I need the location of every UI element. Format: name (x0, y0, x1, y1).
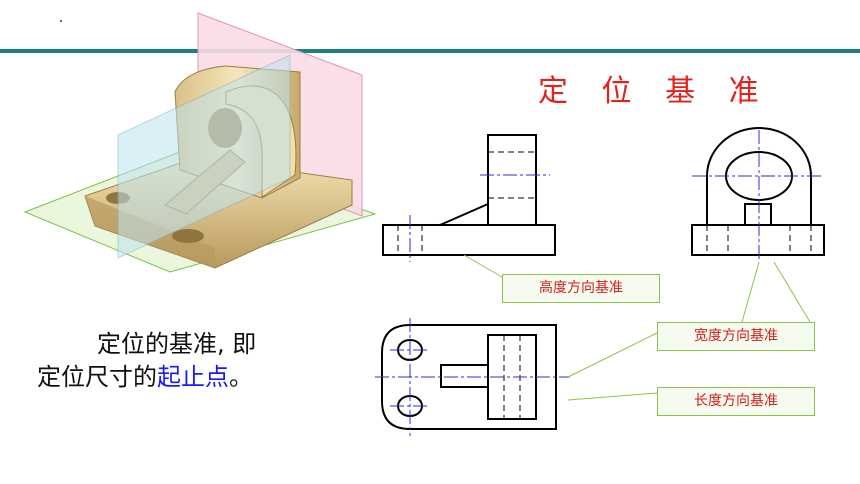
label-height-datum: 高度方向基准 (502, 274, 660, 303)
side-view-upright (706, 127, 812, 225)
decorative-dot (60, 20, 62, 22)
description-line-1: 定位的基准, 即 (97, 330, 257, 358)
front-view-upright (487, 134, 537, 226)
front-datum-plane (117, 54, 291, 259)
description-line-2: 定位尺寸的起止点。 (37, 363, 253, 391)
description-text: 定位的基准, 即 定位尺寸的起止点。 (37, 328, 256, 394)
header-divider (0, 49, 860, 53)
page-title: 定 位 基 准 (538, 74, 771, 109)
front-view-base (382, 224, 556, 256)
top-view-rib (440, 364, 489, 388)
label-length-datum: 长度方向基准 (657, 387, 815, 416)
side-view-rib (744, 203, 772, 226)
highlight-term: 起止点 (157, 363, 229, 391)
side-view-base (691, 224, 825, 256)
label-width-datum: 宽度方向基准 (657, 322, 815, 351)
